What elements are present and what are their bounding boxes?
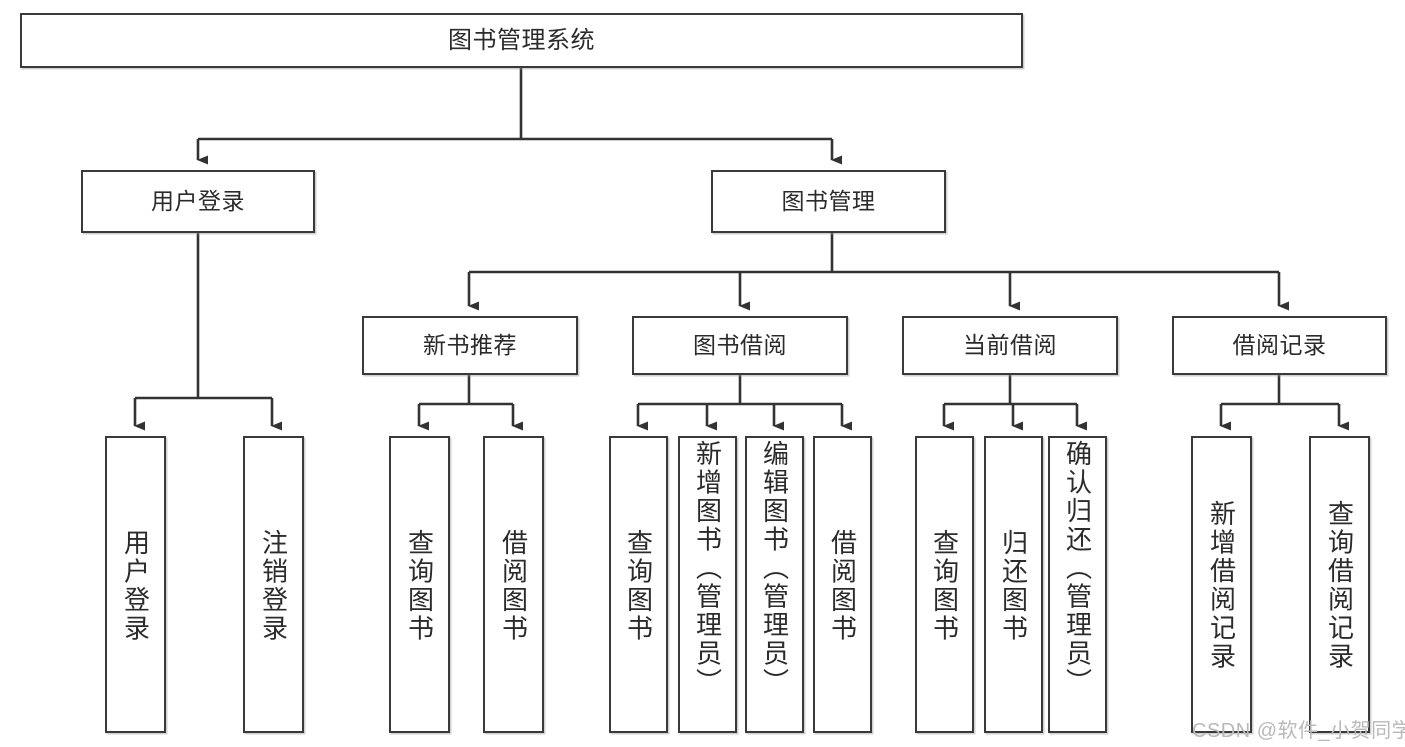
leaf-bookborrow-query-book[interactable]: 查询图书	[609, 436, 668, 733]
node-label: 借阅图书	[498, 528, 529, 643]
leaf-user-login[interactable]: 用户登录	[105, 436, 166, 733]
node-label: 编辑图书（管理员）	[759, 440, 790, 697]
node-label: 注销登录	[258, 528, 289, 643]
node-label: 借阅图书	[827, 528, 858, 643]
leaf-bookborrow-edit-book-admin[interactable]: 编辑图书（管理员）	[745, 436, 804, 733]
node-label: 新增图书（管理员）	[692, 440, 723, 697]
leaf-bookborrow-borrow-book[interactable]: 借阅图书	[813, 436, 872, 733]
leaf-bookborrow-add-book-admin[interactable]: 新增图书（管理员）	[678, 436, 737, 733]
node-new-book-recommend[interactable]: 新书推荐	[362, 316, 578, 375]
node-label: 图书管理系统	[448, 26, 595, 54]
node-label: 图书管理	[781, 188, 876, 215]
node-book-management-system[interactable]: 图书管理系统	[20, 13, 1023, 68]
node-label: 查询借阅记录	[1324, 500, 1355, 671]
node-label: 新增借阅记录	[1206, 500, 1237, 671]
node-label: 图书借阅	[693, 332, 787, 359]
node-book-management[interactable]: 图书管理	[711, 170, 946, 233]
leaf-borrowrecord-query-record[interactable]: 查询借阅记录	[1309, 436, 1370, 733]
node-label: 新书推荐	[423, 332, 517, 359]
node-current-borrow[interactable]: 当前借阅	[902, 316, 1118, 375]
node-label: 查询图书	[623, 528, 654, 643]
csdn-watermark: CSDN @软件_小贺同学	[1192, 720, 1405, 742]
node-label: 查询图书	[404, 528, 435, 643]
leaf-currentborrow-query-book[interactable]: 查询图书	[915, 436, 974, 733]
node-user-login[interactable]: 用户登录	[81, 170, 315, 233]
node-label: 归还图书	[998, 528, 1029, 643]
node-label: 当前借阅	[963, 332, 1057, 359]
node-label: 确认归还（管理员）	[1062, 440, 1093, 697]
leaf-borrowrecord-add-record[interactable]: 新增借阅记录	[1191, 436, 1252, 733]
node-book-borrow[interactable]: 图书借阅	[632, 316, 848, 375]
leaf-logout[interactable]: 注销登录	[243, 436, 304, 733]
node-label: 查询图书	[929, 528, 960, 643]
leaf-currentborrow-confirm-return-admin[interactable]: 确认归还（管理员）	[1048, 436, 1107, 733]
leaf-newbook-query-book[interactable]: 查询图书	[389, 436, 450, 733]
leaf-currentborrow-return-book[interactable]: 归还图书	[984, 436, 1043, 733]
node-label: 用户登录	[120, 528, 151, 643]
node-label: 借阅记录	[1232, 332, 1327, 359]
node-label: 用户登录	[151, 188, 245, 215]
node-borrow-record[interactable]: 借阅记录	[1172, 316, 1387, 375]
leaf-newbook-borrow-book[interactable]: 借阅图书	[483, 436, 544, 733]
